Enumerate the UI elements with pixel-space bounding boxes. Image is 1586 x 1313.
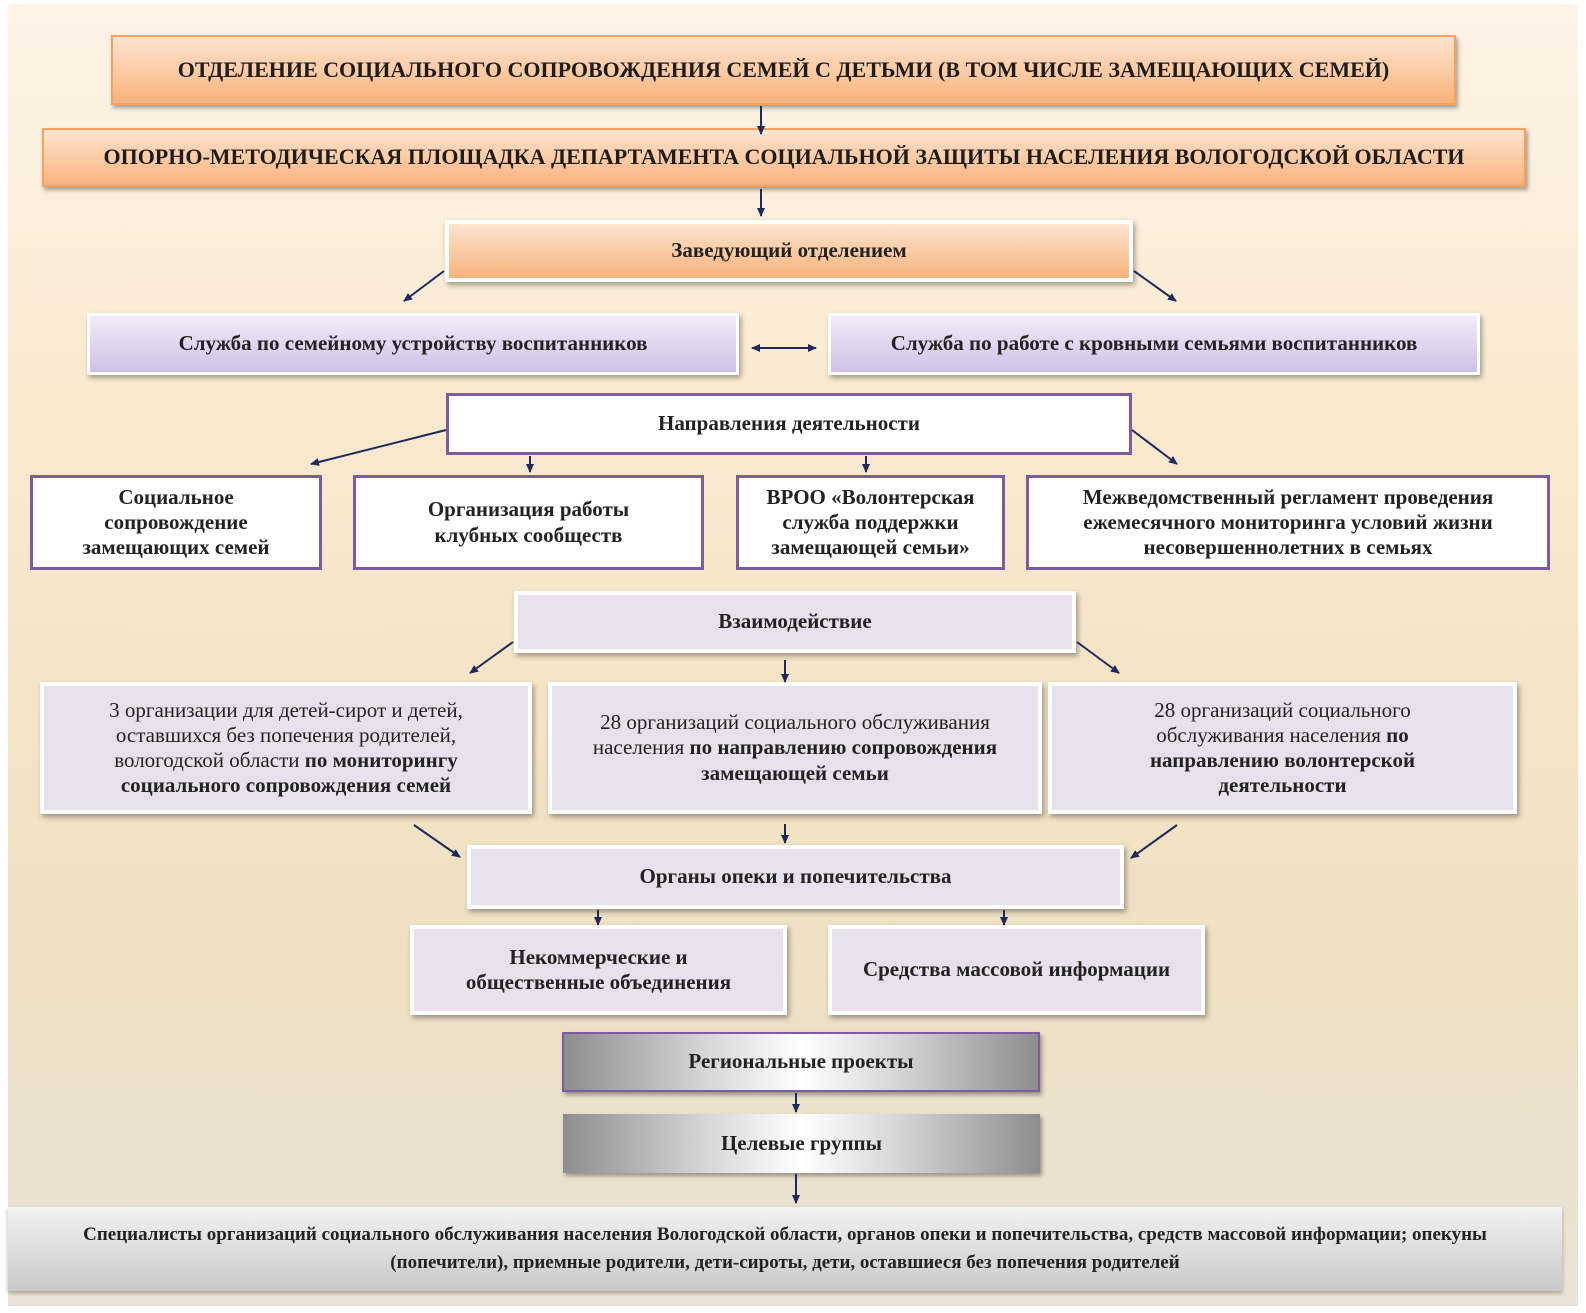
partner-orphan-orgs-focus: по мониторингу социального сопровождения… <box>120 748 458 798</box>
partner-social-service-replacement-desc: 28 организаций социального обслуживания … <box>592 710 990 760</box>
target-groups-box: Целевые группы <box>563 1114 1040 1173</box>
partner-orphan-orgs-desc: 3 организации для детей-сирот и детей, о… <box>109 697 463 772</box>
methodical-platform-title: ОПОРНО-МЕТОДИЧЕСКАЯ ПЛОЩАДКА ДЕПАРТАМЕНТ… <box>103 144 1465 170</box>
direction-social-support-label: Социальное сопровождение замещающих семе… <box>82 484 270 560</box>
interaction-title-box: Взаимодействие <box>514 591 1076 653</box>
family-placement-service-label: Служба по семейному устройству воспитанн… <box>178 331 648 356</box>
partner-social-service-replacement-focus: по направлению сопровождения замещающей … <box>689 735 998 785</box>
head-of-department-label: Заведующий отделением <box>671 238 907 263</box>
partner-social-service-replacement-box: 28 организаций социального обслуживания … <box>548 682 1042 814</box>
directions-title-box: Направления деятельности <box>446 393 1132 455</box>
direction-volunteer-service-box: ВРОО «Волонтерская служба поддержки заме… <box>736 475 1005 570</box>
ngo-box: Некоммерческие и общественные объединени… <box>410 925 787 1015</box>
direction-clubs-label: Организация работы клубных сообществ <box>427 497 630 547</box>
partner-orphan-orgs-text: 3 организации для детей-сирот и детей, о… <box>64 698 508 799</box>
partner-social-service-volunteer-box: 28 организаций социального обслуживания … <box>1048 682 1517 814</box>
mass-media-box: Средства массовой информации <box>828 925 1205 1015</box>
family-placement-service-box: Служба по семейному устройству воспитанн… <box>87 313 739 375</box>
direction-social-support-box: Социальное сопровождение замещающих семе… <box>30 475 322 570</box>
diagram-background <box>8 4 1578 1306</box>
interaction-title: Взаимодействие <box>718 609 872 634</box>
mass-media-label: Средства массовой информации <box>862 957 1171 982</box>
direction-clubs-box: Организация работы клубных сообществ <box>353 475 704 570</box>
methodical-platform-box: ОПОРНО-МЕТОДИЧЕСКАЯ ПЛОЩАДКА ДЕПАРТАМЕНТ… <box>42 128 1526 187</box>
partner-orphan-orgs-box: 3 организации для детей-сирот и детей, о… <box>40 682 532 814</box>
guardianship-box: Органы опеки и попечительства <box>467 845 1124 909</box>
direction-monitoring-regulation-box: Межведомственный регламент проведения еж… <box>1026 475 1550 570</box>
regional-projects-box: Региональные проекты <box>562 1032 1040 1092</box>
partner-social-service-volunteer-text: 28 организаций социального обслуживания … <box>1108 698 1457 799</box>
department-title-box: ОТДЕЛЕНИЕ СОЦИАЛЬНОГО СОПРОВОЖДЕНИЯ СЕМЕ… <box>111 35 1456 105</box>
blood-families-service-label: Служба по работе с кровными семьями восп… <box>890 331 1418 356</box>
target-groups-label: Целевые группы <box>720 1130 883 1155</box>
target-audience-text: Специалисты организаций социального обсл… <box>83 1224 1487 1273</box>
department-title: ОТДЕЛЕНИЕ СОЦИАЛЬНОГО СОПРОВОЖДЕНИЯ СЕМЕ… <box>177 56 1390 82</box>
guardianship-label: Органы опеки и попечительства <box>639 864 952 889</box>
ngo-label: Некоммерческие и общественные объединени… <box>465 944 732 994</box>
head-of-department-box: Заведующий отделением <box>445 220 1133 282</box>
direction-volunteer-service-label: ВРОО «Волонтерская служба поддержки заме… <box>766 484 975 560</box>
direction-monitoring-regulation-label: Межведомственный регламент проведения еж… <box>1082 484 1494 560</box>
blood-families-service-box: Служба по работе с кровными семьями восп… <box>828 313 1480 375</box>
target-audience-box: Специалисты организаций социального обсл… <box>8 1207 1562 1291</box>
directions-title: Направления деятельности <box>658 411 920 436</box>
regional-projects-label: Региональные проекты <box>688 1049 914 1074</box>
partner-social-service-replacement-text: 28 организаций социального обслуживания … <box>566 710 1024 786</box>
partner-social-service-volunteer-focus: по направлению волонтерской деятельности <box>1149 722 1416 798</box>
partner-social-service-volunteer-desc: 28 организаций социального обслуживания … <box>1154 697 1411 747</box>
